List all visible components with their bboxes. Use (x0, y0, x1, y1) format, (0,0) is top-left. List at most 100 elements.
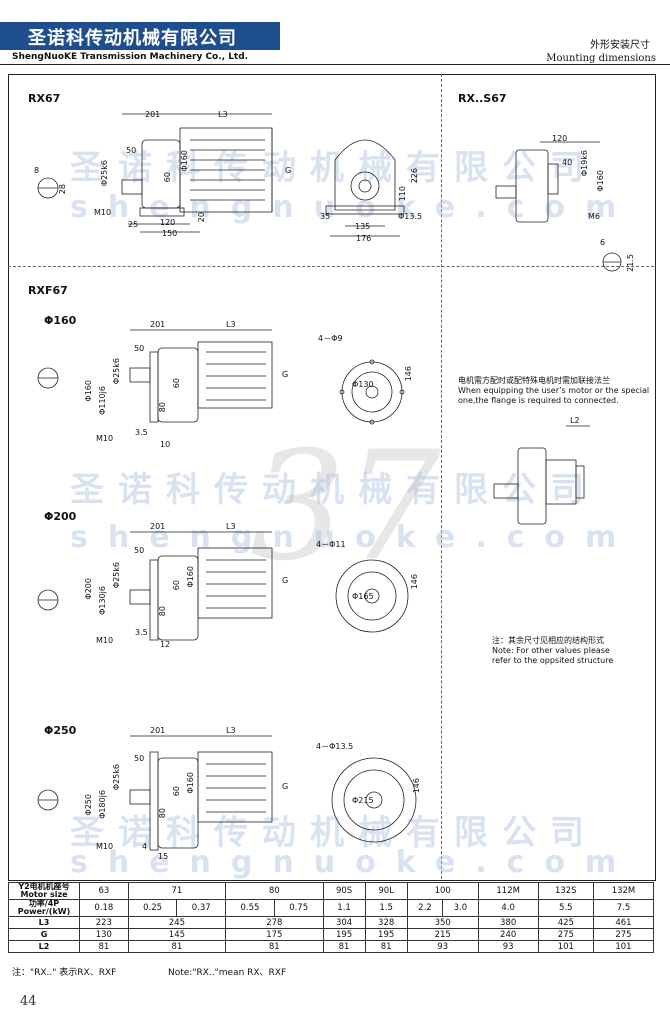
dim-label: 4 (142, 842, 148, 851)
table-cell: 90L (364, 882, 408, 900)
table-cell: 380 (477, 916, 539, 929)
section-title-cn: 外形安装尺寸 (590, 40, 650, 51)
dim-label: Φ19k6 (580, 150, 589, 177)
dim-label: G (282, 576, 289, 585)
dim-label: Φ25k6 (100, 160, 109, 187)
table-cell: 63 (79, 882, 129, 900)
dim-label: 4－Φ11 (316, 540, 346, 549)
table-cell: 90S (322, 882, 366, 900)
dim-label: L3 (218, 110, 228, 119)
dim-label: 6 (600, 238, 606, 247)
dim-label: 201 (150, 522, 166, 531)
dim-label: 4－Φ9 (318, 334, 343, 343)
table-cell: 0.75 (273, 899, 324, 917)
dim-label: M10 (96, 636, 114, 645)
other-values-note-en-2: refer to the oppsited structure (492, 656, 614, 665)
drawing-frame (8, 74, 656, 881)
dim-label: Φ215 (352, 796, 374, 805)
dim-label: L3 (226, 320, 236, 329)
dim-label: 40 (562, 158, 573, 167)
motor-flange-note-en-2: one,the flange is required to connected. (458, 396, 619, 405)
rxf67-phi200-drawing (37, 531, 409, 641)
table-row: G 130 145 175 195 195 215 240 275 275 (8, 928, 655, 941)
row-header-g: G (8, 928, 80, 941)
table-cell: 112M (477, 882, 539, 900)
watermark-text: 圣诺科传动机械有限公司 (70, 148, 598, 188)
dim-label: M10 (96, 842, 114, 851)
row-header-power: 功率/4P Power/(kW) (8, 899, 80, 917)
dim-label: 21.5 (626, 254, 635, 272)
table-cell: 240 (477, 928, 539, 941)
dim-label: 25 (128, 220, 139, 229)
table-cell: 1.5 (364, 899, 408, 917)
watermark-text: 圣诺科传动机械有限公司 (70, 813, 598, 853)
section-label-rx67: RX67 (28, 92, 61, 105)
dim-label: G (282, 782, 289, 791)
dim-label: 8 (34, 166, 40, 175)
dim-label: 10 (160, 440, 171, 449)
dim-label: 201 (145, 110, 161, 119)
dim-label: 35 (320, 212, 331, 221)
table-cell: 195 (364, 928, 408, 941)
dim-label: Φ160 (186, 772, 195, 794)
table-row: L3 223 245 278 304 328 350 380 425 461 (8, 916, 655, 929)
dim-label: 3.5 (135, 628, 148, 637)
table-cell: 132M (592, 882, 655, 900)
table-cell: 2.2 (406, 899, 444, 917)
table-cell: 275 (592, 928, 655, 941)
flange-label-250: Φ250 (44, 724, 77, 737)
table-cell: 5.5 (537, 899, 594, 917)
dim-label: 60 (163, 172, 172, 183)
dim-label: 146 (404, 366, 413, 382)
table-cell: 80 (225, 882, 324, 900)
dim-label: 120 (552, 134, 568, 143)
table-cell: 81 (364, 940, 408, 953)
dim-label: Φ160 (186, 566, 195, 588)
dim-label: Φ110j6 (98, 386, 107, 415)
dim-label: Φ200 (84, 578, 93, 600)
dim-label: 146 (412, 778, 421, 794)
table-cell: 100 (406, 882, 479, 900)
dim-label: L3 (226, 726, 236, 735)
dim-label: Φ13.5 (398, 212, 423, 221)
dim-label: Φ25k6 (112, 358, 121, 385)
dim-label: 120 (160, 218, 176, 227)
table-cell: 81 (79, 940, 129, 953)
dim-label: 201 (150, 320, 166, 329)
header-divider (0, 64, 670, 65)
table-cell: 93 (406, 940, 479, 953)
table-cell: 275 (537, 928, 594, 941)
dim-label: 80 (158, 808, 167, 819)
table-cell: 81 (127, 940, 227, 953)
dim-label: 12 (160, 640, 171, 649)
dim-label: Φ160 (596, 170, 605, 192)
table-cell: 101 (592, 940, 655, 953)
dim-label: L3 (226, 522, 236, 531)
table-cell: 350 (406, 916, 479, 929)
row-header-power-en: Power/(kW) (17, 907, 71, 916)
motor-flange-note-cn: 电机需方配时或配特殊电机时需加联接法兰 (458, 376, 610, 385)
table-cell: 425 (537, 916, 594, 929)
dim-label: Φ160 (84, 380, 93, 402)
dim-label: 50 (134, 546, 145, 555)
table-cell: 81 (225, 940, 324, 953)
dim-label: 50 (134, 344, 145, 353)
motor-flange-note-en-1: When equipping the user’s motor or the s… (458, 386, 650, 395)
table-row: 功率/4P Power/(kW) 0.18 0.25 0.37 0.55 0.7… (8, 899, 655, 917)
rx67-front-drawing (325, 139, 405, 237)
table-cell: 245 (127, 916, 227, 929)
watermark-url: shengnuoke.com (70, 190, 637, 225)
rxf67-phi250-drawing (37, 735, 417, 851)
company-name-en: ShengNuoKE Transmission Machinery Co., L… (12, 52, 249, 62)
table-cell: 328 (364, 916, 408, 929)
dim-label: Φ250 (84, 794, 93, 816)
watermark-url: shengnuoke.com (70, 520, 637, 555)
dim-label: L2 (570, 416, 580, 425)
dim-label: 28 (58, 184, 67, 195)
dim-label: 226 (410, 168, 419, 184)
watermark-url: shengnuoke.com (70, 845, 637, 880)
other-values-note-cn: 注：其余尺寸见相应的结构形式 (492, 636, 604, 645)
dim-label: G (282, 370, 289, 379)
table-cell: 130 (79, 928, 129, 941)
